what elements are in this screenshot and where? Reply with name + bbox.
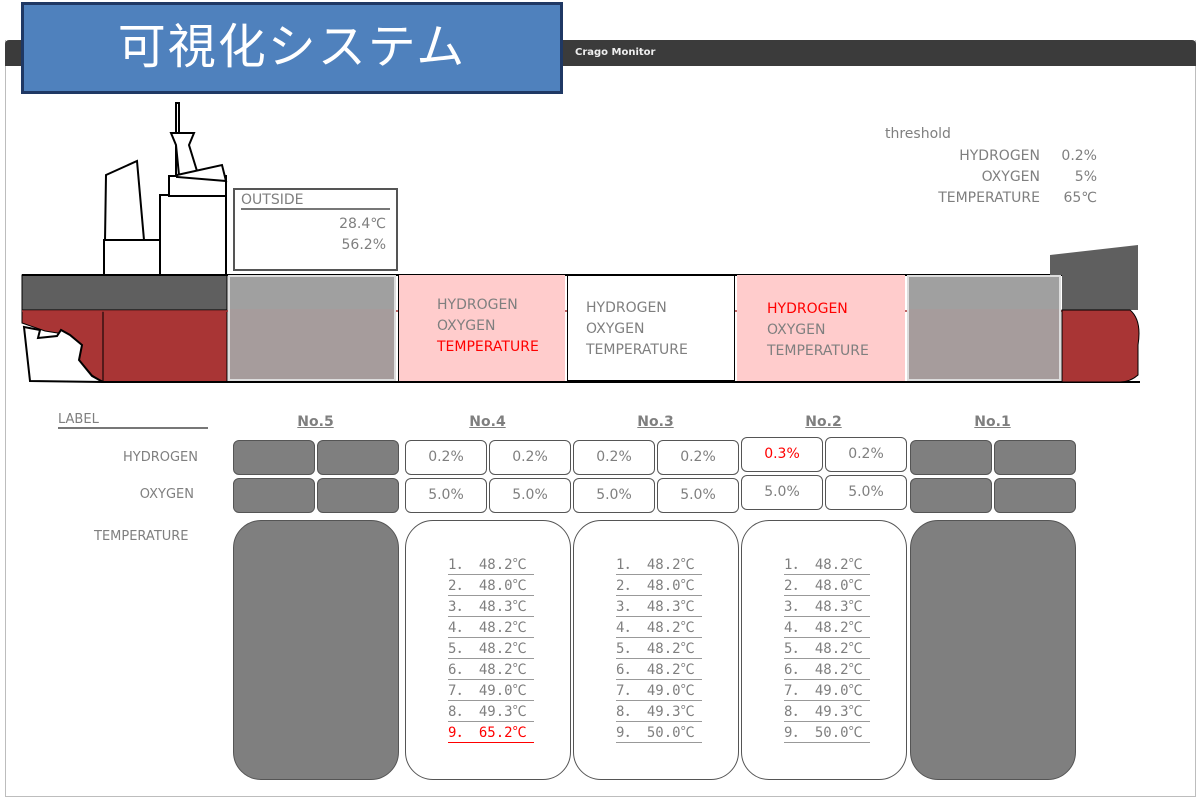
temperature-reading: 8． 49.3℃ [448, 701, 534, 722]
temperature-reading-alert: 9． 65.2℃ [448, 722, 534, 743]
hold-hydrogen: HYDROGEN [586, 300, 667, 316]
outside-humidity: 56.2% [341, 237, 386, 253]
threshold-row-hydrogen: HYDROGEN 0.2% [900, 146, 1100, 167]
row-label-oxygen: OXYGEN [139, 487, 194, 502]
threshold-label: threshold [885, 126, 951, 142]
threshold-value: 65℃ [1063, 190, 1097, 206]
hydrogen-cell[interactable]: 0.3% [741, 437, 823, 472]
outside-label: OUTSIDE [241, 192, 390, 210]
column-header-no1: No.1 [974, 414, 1011, 430]
temperature-reading: 4． 48.2℃ [616, 617, 702, 638]
threshold-name: TEMPERATURE [938, 190, 1040, 206]
temperature-reading: 1． 48.2℃ [616, 554, 702, 575]
temperature-reading: 9． 50.0℃ [616, 722, 702, 743]
temperature-reading: 5． 48.2℃ [616, 638, 702, 659]
column-header-no5: No.5 [297, 414, 334, 430]
temperature-reading: 3． 48.3℃ [784, 596, 870, 617]
hydrogen-cell[interactable]: 0.2% [489, 440, 571, 475]
hydrogen-cell[interactable]: 0.2% [657, 440, 739, 475]
temperature-panel[interactable] [233, 520, 399, 780]
temperature-reading: 2． 48.0℃ [784, 575, 870, 596]
temperature-reading: 3． 48.3℃ [448, 596, 534, 617]
hold-temperature-alert: TEMPERATURE [437, 339, 539, 355]
temperature-reading: 4． 48.2℃ [448, 617, 534, 638]
hold-no2[interactable]: HYDROGEN OXYGEN TEMPERATURE [737, 275, 905, 381]
oxygen-cell[interactable] [910, 478, 992, 513]
temperature-reading: 8． 49.3℃ [784, 701, 870, 722]
threshold-row-oxygen: OXYGEN 5% [900, 167, 1100, 188]
temperature-reading: 6． 48.2℃ [448, 659, 534, 680]
hold-hydrogen-alert: HYDROGEN [767, 301, 848, 317]
threshold-row-temperature: TEMPERATURE 65℃ [900, 188, 1100, 209]
hold-hydrogen: HYDROGEN [437, 297, 518, 313]
threshold-table: HYDROGEN 0.2% OXYGEN 5% TEMPERATURE 65℃ [900, 146, 1100, 209]
hold-temperature: TEMPERATURE [586, 342, 688, 358]
hold-temperature: TEMPERATURE [767, 343, 869, 359]
temperature-reading: 2． 48.0℃ [616, 575, 702, 596]
banner-title: 可視化システム [21, 2, 563, 94]
row-label-temperature: TEMPERATURE [94, 529, 189, 544]
hold-oxygen: OXYGEN [437, 318, 496, 334]
hydrogen-cell[interactable]: 0.2% [825, 437, 907, 472]
temperature-reading: 3． 48.3℃ [616, 596, 702, 617]
hold-no4[interactable]: HYDROGEN OXYGEN TEMPERATURE [398, 275, 565, 381]
outside-temperature: 28.4℃ [339, 216, 386, 232]
oxygen-cell[interactable] [317, 478, 399, 513]
threshold-name: OXYGEN [981, 169, 1040, 185]
temperature-reading: 8． 49.3℃ [616, 701, 702, 722]
threshold-value: 0.2% [1061, 148, 1097, 164]
oxygen-cell[interactable]: 5.0% [489, 478, 571, 513]
oxygen-cell[interactable]: 5.0% [741, 475, 823, 510]
hydrogen-cell[interactable]: 0.2% [405, 440, 487, 475]
temperature-reading: 6． 48.2℃ [784, 659, 870, 680]
temperature-reading: 2． 48.0℃ [448, 575, 534, 596]
hold-no5[interactable] [228, 275, 396, 381]
temperature-reading: 6． 48.2℃ [616, 659, 702, 680]
temperature-reading: 4． 48.2℃ [784, 617, 870, 638]
column-header-no3: No.3 [637, 414, 674, 430]
hydrogen-cell[interactable]: 0.2% [573, 440, 655, 475]
hydrogen-cell[interactable] [994, 440, 1076, 475]
hold-oxygen: OXYGEN [586, 321, 645, 337]
oxygen-cell[interactable] [994, 478, 1076, 513]
temperature-reading: 9． 50.0℃ [784, 722, 870, 743]
oxygen-cell[interactable] [233, 478, 315, 513]
outside-panel: OUTSIDE 28.4℃ 56.2% [233, 188, 398, 271]
threshold-name: HYDROGEN [959, 148, 1040, 164]
temperature-reading: 1． 48.2℃ [784, 554, 870, 575]
temperature-reading: 7． 49.0℃ [784, 680, 870, 701]
column-header-no4: No.4 [469, 414, 506, 430]
row-label-hydrogen: HYDROGEN [122, 450, 198, 465]
ship-diagram [21, 102, 1140, 383]
hold-oxygen: OXYGEN [767, 322, 826, 338]
hydrogen-cell[interactable] [910, 440, 992, 475]
oxygen-cell[interactable]: 5.0% [657, 478, 739, 513]
oxygen-cell[interactable]: 5.0% [573, 478, 655, 513]
oxygen-cell[interactable]: 5.0% [825, 475, 907, 510]
temperature-panel[interactable] [910, 520, 1076, 780]
hold-no3[interactable]: HYDROGEN OXYGEN TEMPERATURE [567, 275, 735, 381]
temperature-reading: 1． 48.2℃ [448, 554, 534, 575]
temperature-reading: 5． 48.2℃ [784, 638, 870, 659]
temperature-reading: 7． 49.0℃ [616, 680, 702, 701]
temperature-reading: 5． 48.2℃ [448, 638, 534, 659]
window-title: Crago Monitor [575, 47, 656, 58]
hold-no1[interactable] [907, 275, 1061, 381]
column-header-no2: No.2 [805, 414, 842, 430]
oxygen-cell[interactable]: 5.0% [405, 478, 487, 513]
threshold-value: 5% [1074, 169, 1097, 185]
hydrogen-cell[interactable] [233, 440, 315, 475]
app-window [5, 40, 1196, 797]
label-header: LABEL [58, 412, 208, 429]
temperature-reading: 7． 49.0℃ [448, 680, 534, 701]
hydrogen-cell[interactable] [317, 440, 399, 475]
